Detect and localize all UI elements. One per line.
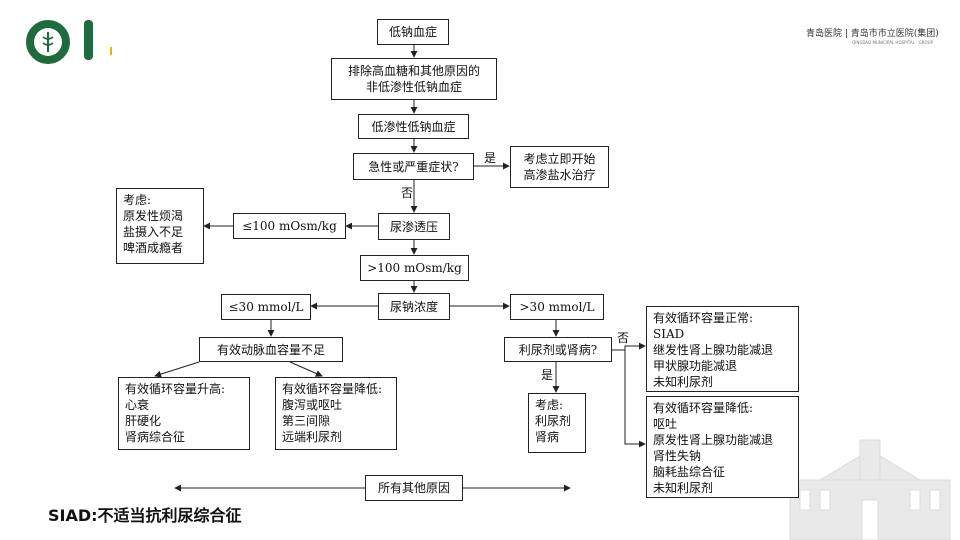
node-hypotonic: 低渗性低钠血症	[358, 114, 469, 139]
label-yes-1: 是	[484, 151, 497, 165]
node-acute-symptoms: 急性或严重症状?	[353, 153, 474, 180]
node-volume-down-2: 有效循环容量降低: 呕吐 原发性肾上腺功能减退 肾性失钠 脑耗盐综合征 未知利尿…	[646, 396, 799, 498]
footnote: SIAD:不适当抗利尿综合征	[48, 506, 242, 525]
node-effective-volume-low: 有效动脉血容量不足	[199, 337, 343, 362]
label-yes-2: 是	[541, 368, 554, 382]
node-volume-down-1: 有效循环容量降低: 腹泻或呕吐 第三间隙 远端利尿剂	[275, 377, 397, 450]
hospital-logo	[26, 20, 70, 64]
node-exclude-nonhypotonic: 排除高血糖和其他原因的 非低渗性低钠血症	[331, 58, 497, 100]
node-consider-2: 考虑: 利尿剂 肾病	[528, 393, 586, 453]
brand-subtext: QINGDAO MUNICIPAL HOSPITAL · GROUP	[852, 40, 933, 45]
caduceus-icon	[42, 32, 54, 52]
title-accent-bar	[84, 20, 93, 60]
node-urine-na: 尿钠浓度	[378, 293, 450, 320]
label-no-1: 否	[401, 186, 414, 200]
node-osm-low: ≤100 mOsm/kg	[233, 213, 346, 239]
node-urine-osm: 尿渗透压	[378, 213, 450, 240]
node-other-causes: 所有其他原因	[365, 475, 463, 501]
node-diuretic-kidney: 利尿剂或肾病?	[504, 337, 612, 362]
node-hypertonic-saline: 考虑立即开始 高渗盐水治疗	[510, 146, 609, 188]
node-na-high: >30 mmol/L	[510, 294, 604, 320]
node-osm-high: >100 mOsm/kg	[360, 255, 469, 281]
node-volume-normal: 有效循环容量正常: SIAD 继发性肾上腺功能减退 甲状腺功能减退 未知利尿剂	[646, 306, 799, 392]
accent-tick	[110, 47, 112, 55]
node-hyponatremia: 低钠血症	[377, 19, 449, 45]
node-consider-1: 考虑: 原发性烦渴 盐摄入不足 啤酒成瘾者	[116, 188, 204, 264]
building-watermark	[789, 439, 951, 540]
label-no-2: 否	[617, 331, 630, 345]
brand-text: 青岛医院 | 青岛市市立医院(集团)	[806, 29, 939, 39]
node-na-low: ≤30 mmol/L	[221, 294, 311, 320]
node-volume-up: 有效循环容量升高: 心衰 肝硬化 肾病综合征	[118, 377, 250, 450]
